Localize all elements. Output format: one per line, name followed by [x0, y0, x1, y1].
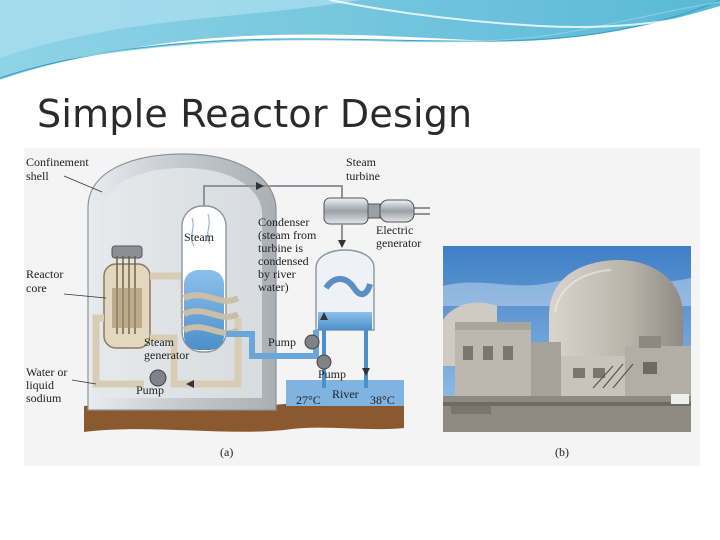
- label-river: River: [332, 387, 359, 401]
- label-temp-in: 27°C: [296, 393, 321, 407]
- caption-b: (b): [555, 445, 569, 459]
- slide-title: Simple Reactor Design: [37, 92, 473, 136]
- condenser: [315, 249, 375, 331]
- label-confinement-1: Confinement: [26, 155, 89, 169]
- label-pump-right: Pump: [318, 367, 346, 381]
- label-reactor-core-2: core: [26, 281, 47, 295]
- label-electric-generator-1: Electric: [376, 223, 413, 237]
- reactor-photo: [443, 246, 691, 432]
- pump-right: [316, 354, 332, 370]
- label-condenser-5: by river: [258, 267, 296, 281]
- label-coolant-1: Water or: [26, 365, 67, 379]
- label-steam-turbine-1: Steam: [346, 155, 377, 169]
- label-temp-out: 38°C: [370, 393, 395, 407]
- electric-generator: [379, 199, 415, 223]
- label-condenser-4: condensed: [258, 254, 309, 268]
- label-electric-generator-2: generator: [376, 236, 421, 250]
- label-steam-turbine-2: turbine: [346, 169, 380, 183]
- steam-turbine: [323, 197, 369, 225]
- label-pump-bottom: Pump: [136, 383, 164, 397]
- label-condenser-2: (steam from: [258, 228, 317, 242]
- header-banner: [0, 0, 720, 80]
- label-coolant-3: sodium: [26, 391, 62, 405]
- label-condenser-1: Condenser: [258, 215, 309, 229]
- label-steam-generator-1: Steam: [144, 335, 175, 349]
- label-coolant-2: liquid: [26, 378, 54, 392]
- label-condenser-3: turbine is: [258, 241, 303, 255]
- label-pump-mid: Pump: [268, 335, 296, 349]
- label-steam: Steam: [184, 230, 215, 244]
- label-confinement-2: shell: [26, 169, 49, 183]
- label-reactor-core-1: Reactor: [26, 267, 63, 281]
- caption-a: (a): [220, 445, 233, 459]
- pump-bottom: [149, 369, 167, 387]
- river: [286, 380, 404, 406]
- pump-mid: [304, 334, 320, 350]
- reactor-diagram: Confinement shell Steam turbine Condense…: [26, 153, 569, 459]
- label-condenser-6: water): [258, 280, 289, 294]
- label-steam-generator-2: generator: [144, 348, 189, 362]
